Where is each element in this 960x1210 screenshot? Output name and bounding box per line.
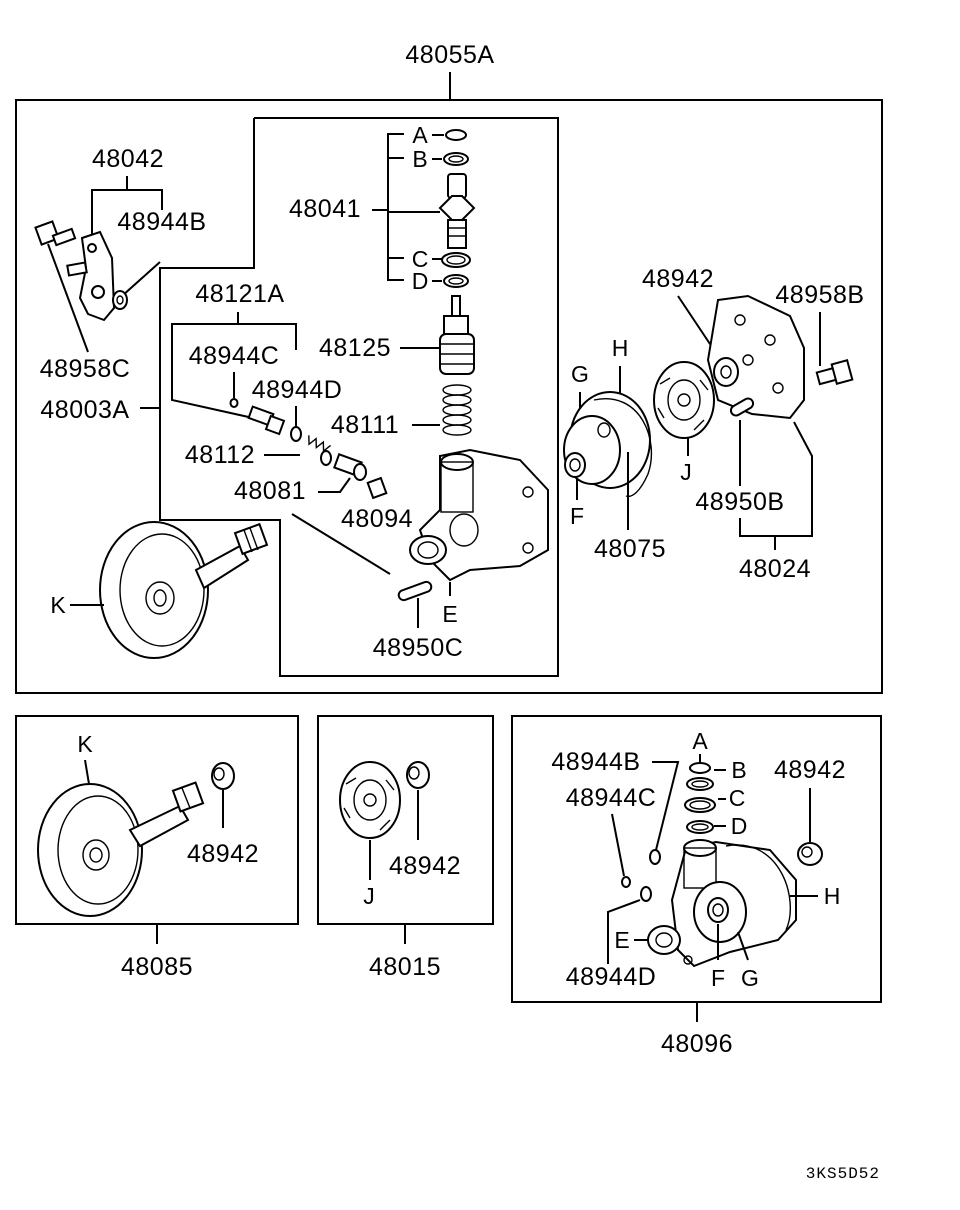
label-p3-48942[interactable]: 48942 <box>774 756 846 784</box>
label-48944C[interactable]: 48944C <box>189 342 280 370</box>
label-A[interactable]: A <box>412 122 428 148</box>
pulley-part-main <box>99 521 269 659</box>
label-48112[interactable]: 48112 <box>185 441 255 469</box>
oring-p3-b <box>649 849 661 865</box>
label-48085[interactable]: 48085 <box>121 953 193 981</box>
label-48944D[interactable]: 48944D <box>252 376 343 404</box>
label-p2-J[interactable]: J <box>363 883 375 909</box>
label-48081[interactable]: 48081 <box>234 477 306 505</box>
label-p3-F[interactable]: F <box>711 965 725 991</box>
label-48024[interactable]: 48024 <box>739 555 811 583</box>
small-spring-part <box>308 435 332 466</box>
label-48042[interactable]: 48042 <box>92 145 164 173</box>
label-48121A[interactable]: 48121A <box>195 280 284 308</box>
label-48015[interactable]: 48015 <box>369 953 441 981</box>
label-H[interactable]: H <box>612 335 629 361</box>
p3-orings <box>684 762 716 834</box>
washer-part <box>112 290 128 310</box>
label-48055A[interactable]: 48055A <box>405 41 494 69</box>
pulley-part-panel <box>37 781 205 917</box>
spring-part <box>442 384 472 436</box>
label-48094[interactable]: 48094 <box>341 505 413 533</box>
pump-body-part <box>409 448 549 582</box>
pin-48950C <box>397 580 433 602</box>
rotor-part-panel <box>339 761 401 839</box>
label-p3-48944D[interactable]: 48944D <box>566 963 657 991</box>
cover-part <box>706 294 805 420</box>
p3-body-part <box>647 839 797 968</box>
plug-part <box>333 453 367 481</box>
label-p3-H[interactable]: H <box>824 883 841 909</box>
label-p3-E[interactable]: E <box>614 927 629 953</box>
label-p3-48944C[interactable]: 48944C <box>566 784 657 812</box>
nut-p3 <box>797 842 823 866</box>
label-p1-K[interactable]: K <box>77 731 93 757</box>
nut-p2 <box>406 761 430 789</box>
label-48950B[interactable]: 48950B <box>695 488 784 516</box>
label-p3-G[interactable]: G <box>741 965 759 991</box>
label-48041[interactable]: 48041 <box>289 195 361 223</box>
label-D[interactable]: D <box>412 268 429 294</box>
label-48958B[interactable]: 48958B <box>775 281 864 309</box>
label-p3-C[interactable]: C <box>729 785 746 811</box>
oring-48944C <box>229 398 239 408</box>
label-48111[interactable]: 48111 <box>331 411 399 439</box>
label-p3-48944B[interactable]: 48944B <box>551 748 640 776</box>
pin-48094 <box>366 476 388 500</box>
label-C[interactable]: C <box>412 246 429 272</box>
label-48096[interactable]: 48096 <box>661 1030 733 1058</box>
label-p1-48942[interactable]: 48942 <box>187 840 259 868</box>
oring-p3-c <box>621 876 631 888</box>
nut-p1 <box>211 762 235 790</box>
plate-group-part <box>563 391 653 498</box>
label-p2-48942[interactable]: 48942 <box>389 852 461 880</box>
rotor-part <box>653 361 715 439</box>
connector-part <box>438 173 476 249</box>
label-F[interactable]: F <box>570 503 584 529</box>
connector-orings <box>441 129 471 288</box>
label-J[interactable]: J <box>680 459 692 485</box>
label-48958C[interactable]: 48958C <box>40 355 131 383</box>
label-48950C[interactable]: 48950C <box>373 634 464 662</box>
label-K[interactable]: K <box>50 592 66 618</box>
figure-code: 3KS5D52 <box>806 1165 880 1183</box>
label-B[interactable]: B <box>412 146 427 172</box>
bracket-part <box>66 230 116 322</box>
label-48003A[interactable]: 48003A <box>40 396 129 424</box>
label-48075[interactable]: 48075 <box>594 535 666 563</box>
label-48944B[interactable]: 48944B <box>117 208 206 236</box>
oring-p3-d <box>640 886 652 902</box>
label-p3-B[interactable]: B <box>731 757 746 783</box>
label-p3-D[interactable]: D <box>731 813 748 839</box>
valve-part <box>247 405 302 442</box>
label-G[interactable]: G <box>571 361 589 387</box>
label-48942[interactable]: 48942 <box>642 265 714 293</box>
label-48125[interactable]: 48125 <box>319 334 391 362</box>
bolt-48958C <box>34 220 77 247</box>
pump-body-frame <box>159 117 559 677</box>
label-E[interactable]: E <box>442 601 457 627</box>
flow-valve-part <box>439 295 475 375</box>
label-p3-A[interactable]: A <box>692 728 708 754</box>
bolt-48958B <box>815 359 854 386</box>
